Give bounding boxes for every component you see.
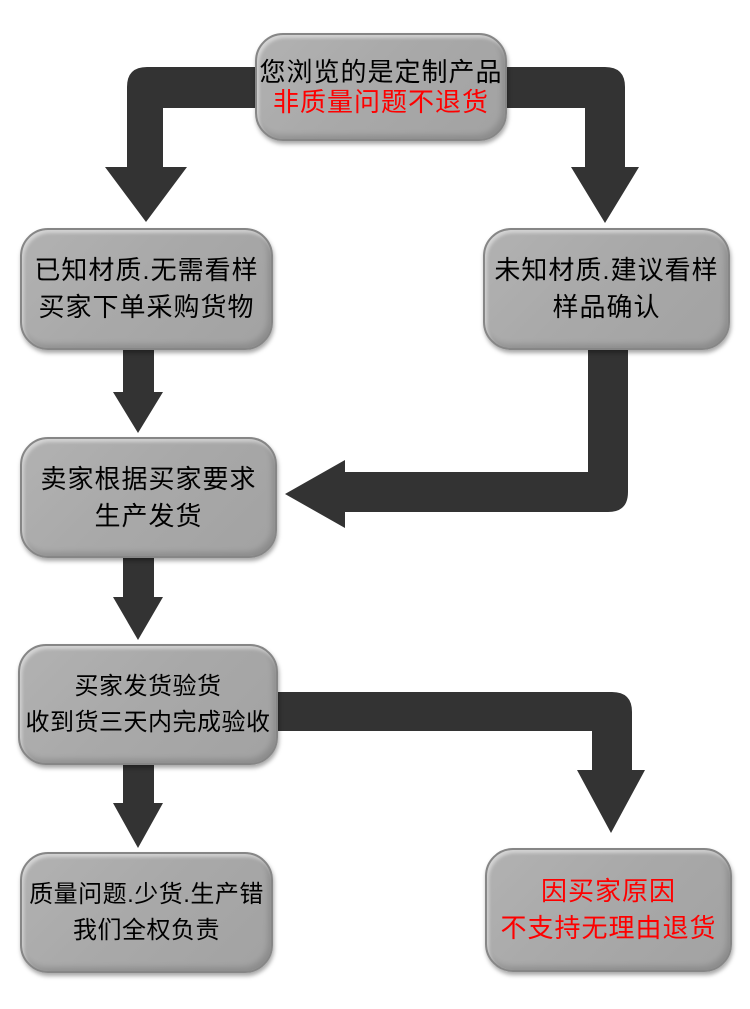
node-line: 收到货三天内完成验收 [25,708,271,736]
node-no-reason-return-denied: 因买家原因 不支持无理由退货 [485,848,732,972]
node-line: 您浏览的是定制产品 [259,57,503,87]
node-line: 我们全权负责 [73,916,220,944]
arrow-unknown-to-produce [285,340,628,528]
node-line: 质量问题.少货.生产错 [29,880,264,908]
node-seller-production: 卖家根据买家要求 生产发货 [20,437,277,558]
arrow-inspect-to-no-return [270,692,645,833]
arrow-known-to-produce [113,340,163,433]
node-line-alert: 因买家原因 [540,876,676,906]
node-line: 样品确认 [552,292,661,322]
arrow-produce-to-inspect [113,550,163,640]
node-line: 买家下单采购货物 [38,292,255,322]
node-seller-responsibility: 质量问题.少货.生产错 我们全权负责 [20,852,273,973]
node-line: 买家发货验货 [74,672,222,700]
node-line: 未知材质.建议看样 [494,255,719,285]
node-custom-product-notice: 您浏览的是定制产品 非质量问题不退货 [255,33,507,141]
node-line: 生产发货 [94,500,203,531]
arrow-inspect-to-seller-duty [113,758,163,848]
node-buyer-inspection: 买家发货验货 收到货三天内完成验收 [18,644,278,765]
node-line-alert: 非质量问题不退货 [272,87,489,117]
node-line: 已知材质.无需看样 [34,255,259,285]
node-unknown-material: 未知材质.建议看样 样品确认 [483,228,730,350]
node-known-material: 已知材质.无需看样 买家下单采购货物 [20,228,273,350]
node-line-alert: 不支持无理由退货 [500,913,717,943]
node-line: 卖家根据买家要求 [40,463,257,494]
